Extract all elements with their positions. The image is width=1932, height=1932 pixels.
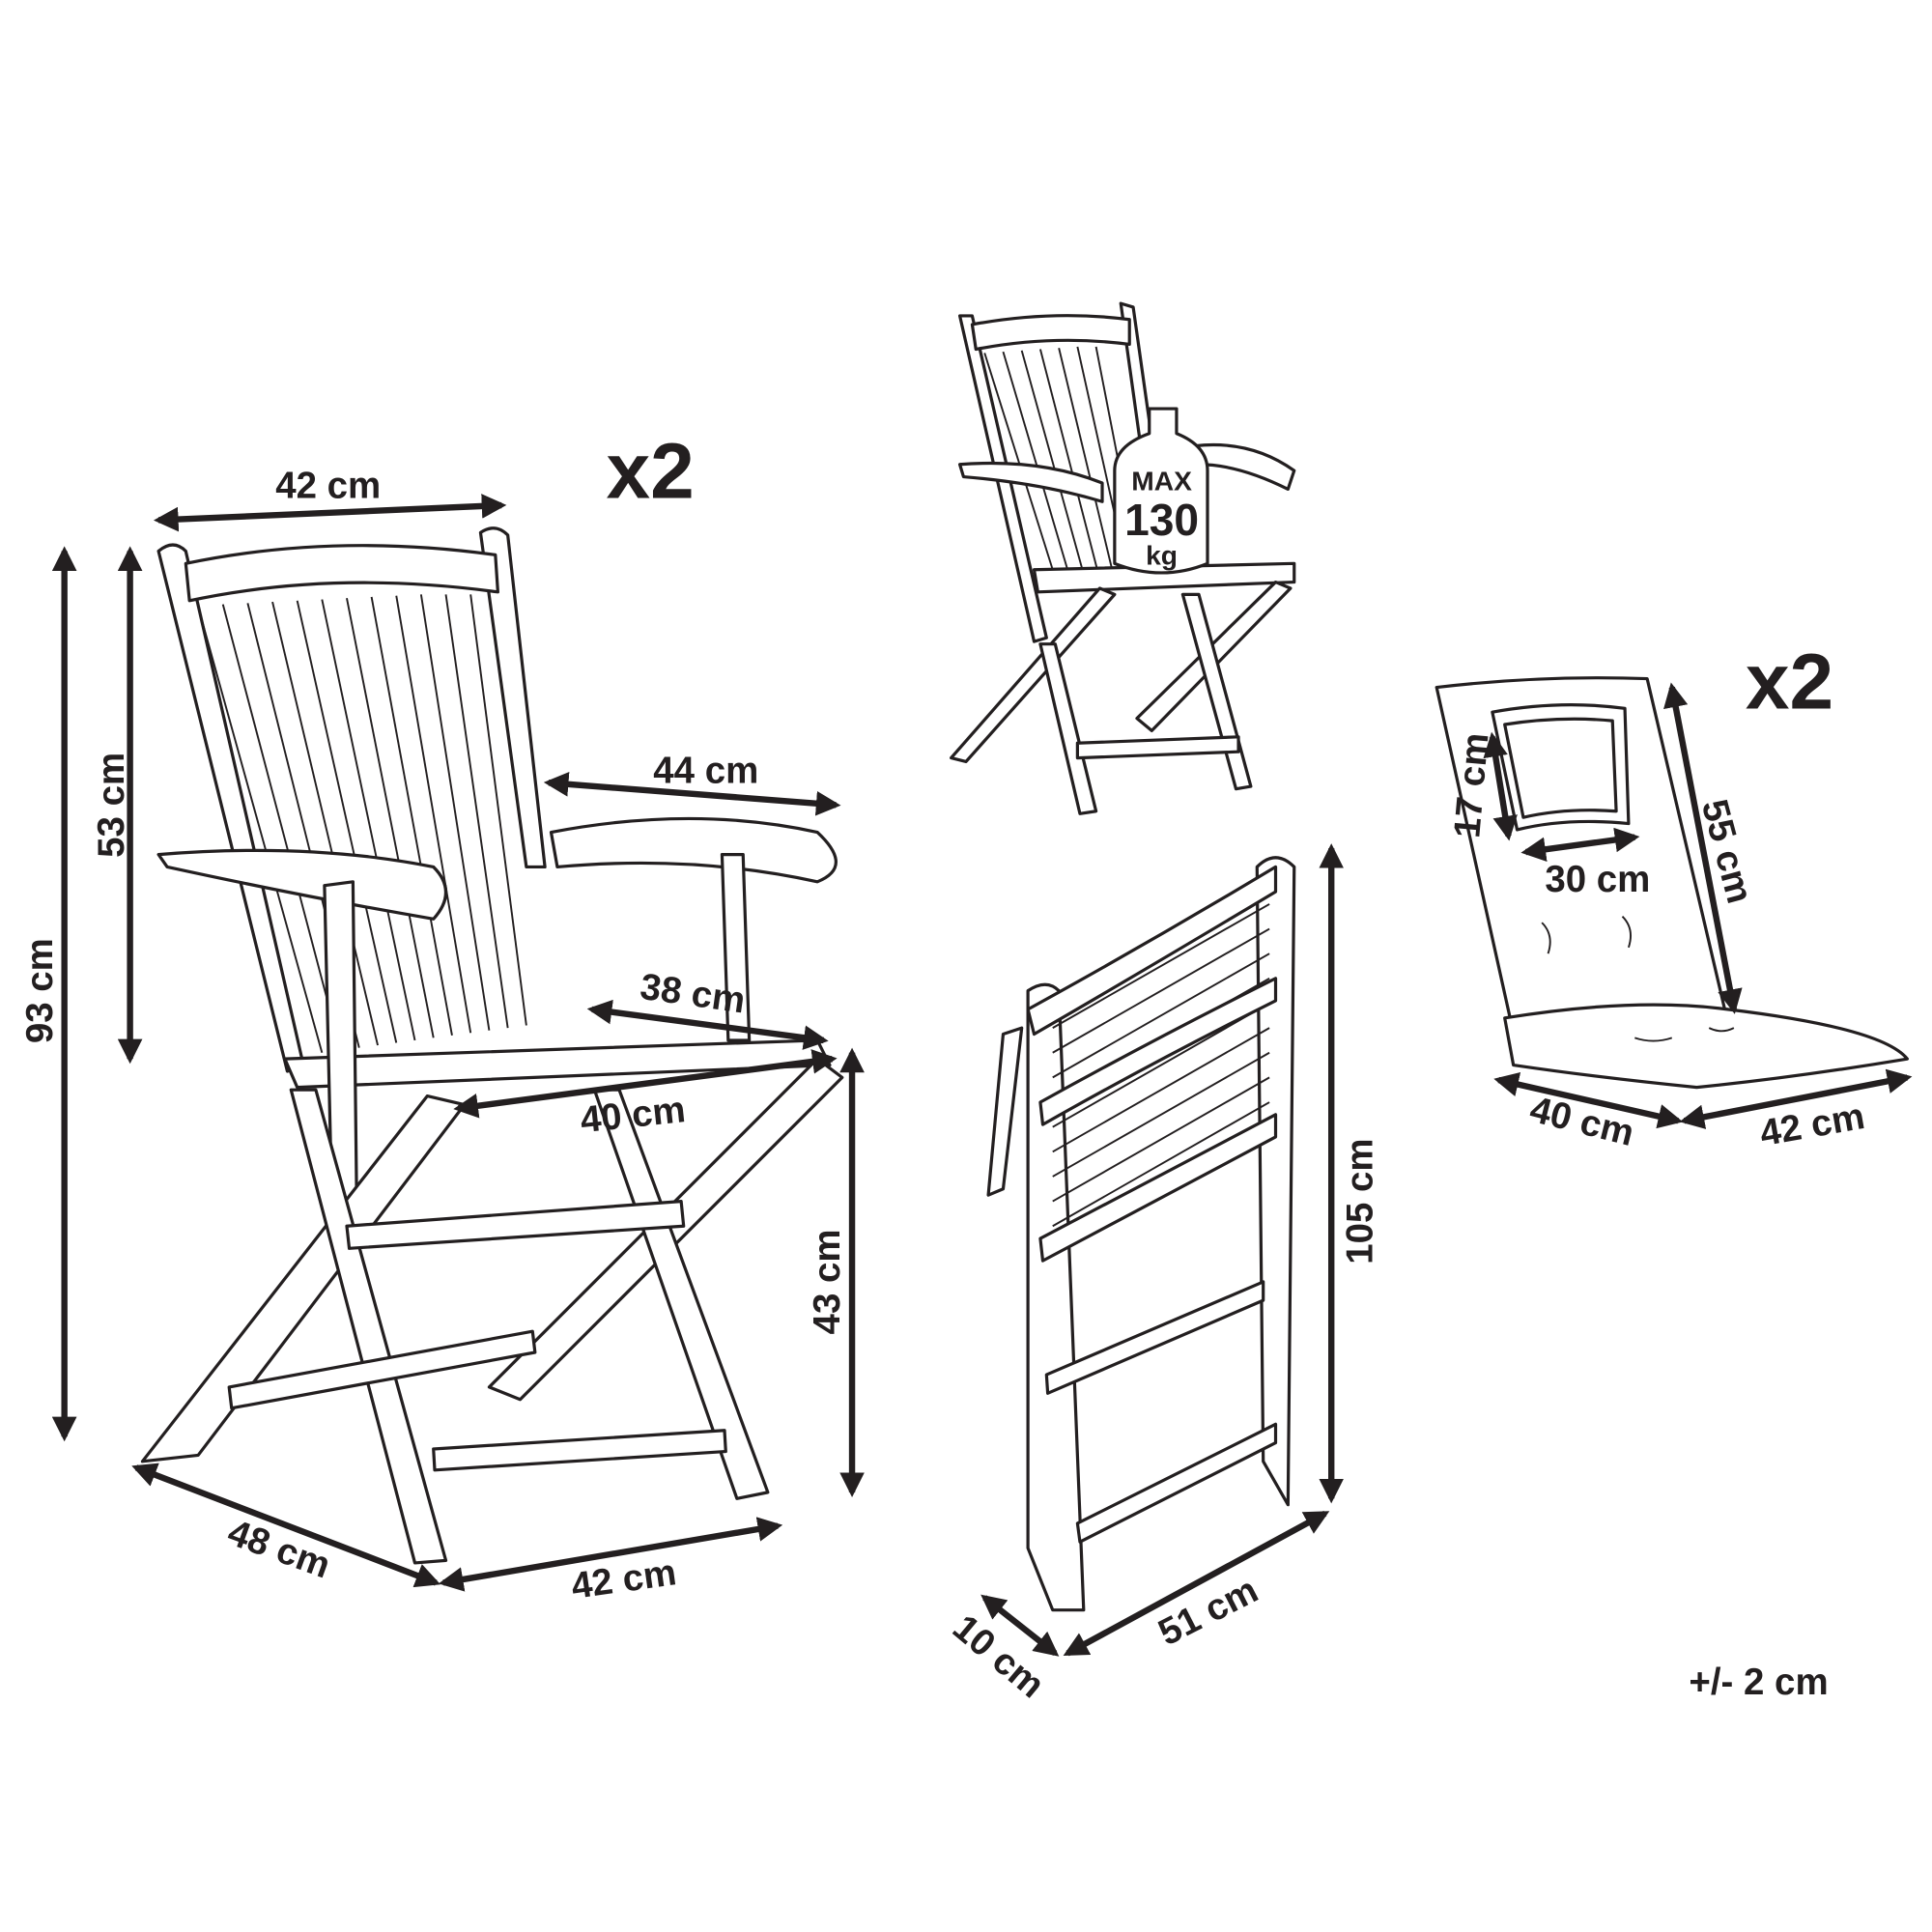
main-chair-quantity: x2 — [606, 427, 694, 515]
back-width-label: 42 cm — [275, 465, 381, 506]
total-height-label: 93 cm — [19, 938, 61, 1043]
cushion-quantity: x2 — [1746, 638, 1833, 725]
seat-width-label: 40 cm — [579, 1089, 688, 1141]
folded-chair-drawing — [986, 856, 1296, 1612]
pillow-width-label: 30 cm — [1545, 859, 1650, 900]
folded-height-label: 105 cm — [1340, 1138, 1381, 1264]
cushion-dimension-arrows — [1483, 682, 1913, 1129]
backrest-height-label: 53 cm — [91, 753, 132, 858]
weight-icon — [1113, 407, 1209, 575]
main-chair-drawing — [140, 526, 844, 1565]
max-weight-value: 130 — [1124, 495, 1199, 545]
tolerance-note: +/- 2 cm — [1689, 1662, 1828, 1703]
load-chair-drawing — [950, 301, 1296, 815]
folded-thickness-label: 10 cm — [945, 1606, 1052, 1706]
pillow-height-label: 17 cm — [1446, 731, 1496, 839]
cushion-drawing — [1435, 676, 1909, 1090]
seat-height-label: 43 cm — [807, 1229, 848, 1334]
max-weight-label: MAX — [1131, 466, 1192, 497]
main-chair-dimension-arrows — [51, 494, 865, 1592]
max-weight-unit: kg — [1146, 540, 1178, 571]
armrest-depth-label: 44 cm — [653, 750, 758, 791]
folded-chair-dimension-arrows — [980, 843, 1345, 1657]
folded-width-label: 51 cm — [1151, 1569, 1264, 1654]
